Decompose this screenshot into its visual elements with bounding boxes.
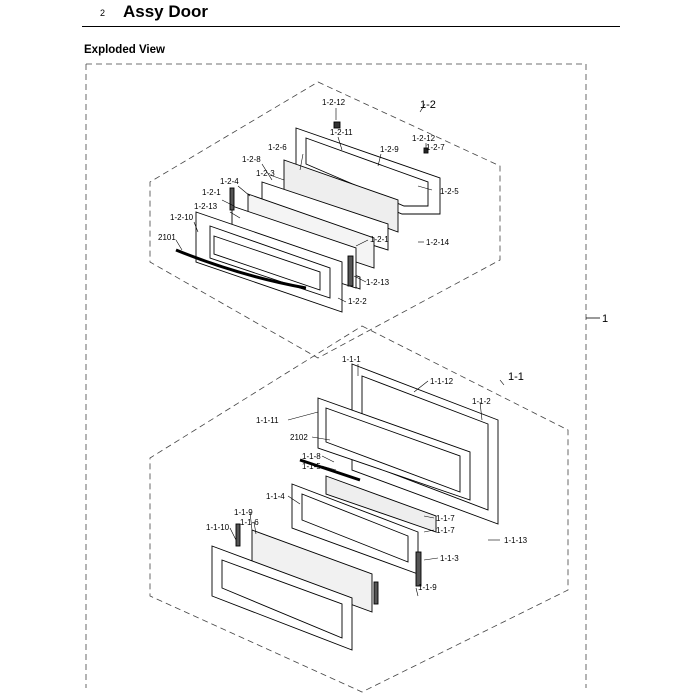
label-1-2-8: 1-2-8 [242,155,261,164]
lower-door-assembly [211,363,499,651]
part-screw [333,121,341,129]
label-1-2-2: 1-2-2 [348,297,367,306]
label-1-1-2: 1-1-2 [472,397,491,406]
label-1-1-13: 1-1-13 [504,536,528,545]
label-1-1: 1-1 [508,371,524,383]
exploded-view-heading: Exploded View [84,44,165,56]
label-1-1-3: 1-1-3 [440,554,459,563]
label-1-1-12: 1-1-12 [430,377,454,386]
label-2102: 2102 [290,433,308,442]
label-1-1-5: 1-1-5 [302,462,321,471]
label-1-2-5: 1-2-5 [440,187,459,196]
label-1-2-6: 1-2-6 [268,143,287,152]
label-1-2-10: 1-2-10 [170,213,194,222]
outer-frame [85,63,587,688]
label-1-2-1b: 1-2-1 [370,235,389,244]
label-1-2-9: 1-2-9 [380,145,399,154]
label-1-2-12a: 1-2-12 [322,98,346,107]
label-1-2-4: 1-2-4 [220,177,239,186]
leader-lines [175,103,505,597]
label-1-2-12b: 1-2-12 [412,134,436,143]
label-1-1-7a: 1-1-7 [436,514,455,523]
label-2101: 2101 [158,233,176,242]
label-1-2-7: 1-2-7 [426,143,445,152]
label-1-2: 1-2 [420,99,436,111]
part-inner-frame-lower [317,397,471,501]
part-hinge-strip [347,255,354,287]
label-1-2-14: 1-2-14 [426,238,450,247]
label-1-1-6: 1-1-6 [240,518,259,527]
label-1-2-11: 1-2-11 [330,128,353,137]
section-header: 2 Assy Door [82,0,620,27]
label-1: 1 [602,313,608,325]
part-handle-2101 [175,248,307,290]
label-1-1-9b: 1-1-9 [418,583,437,592]
label-1-2-13a: 1-2-13 [194,202,218,211]
upper-door-assembly [175,121,441,313]
section-title: Assy Door [123,2,209,21]
label-1-1-1: 1-1-1 [342,355,361,364]
part-front-door-lower [211,545,353,651]
label-1-1-8: 1-1-8 [302,452,321,461]
label-1-1-4: 1-1-4 [266,492,285,501]
part-glass-lower [325,475,437,533]
label-1-2-13b: 1-2-13 [366,278,390,287]
label-1-1-7b: 1-1-7 [436,526,455,535]
label-1-1-9a: 1-1-9 [234,508,253,517]
label-1-1-11: 1-1-11 [256,416,279,425]
group-outline-1-1 [149,325,569,693]
label-1-1-10: 1-1-10 [206,523,230,532]
label-1-2-1a: 1-2-1 [202,188,221,197]
label-1-2-3: 1-2-3 [256,169,275,178]
part-gasket [299,458,361,482]
section-number: 2 [100,8,106,18]
group-outline-1-2 [149,81,501,359]
